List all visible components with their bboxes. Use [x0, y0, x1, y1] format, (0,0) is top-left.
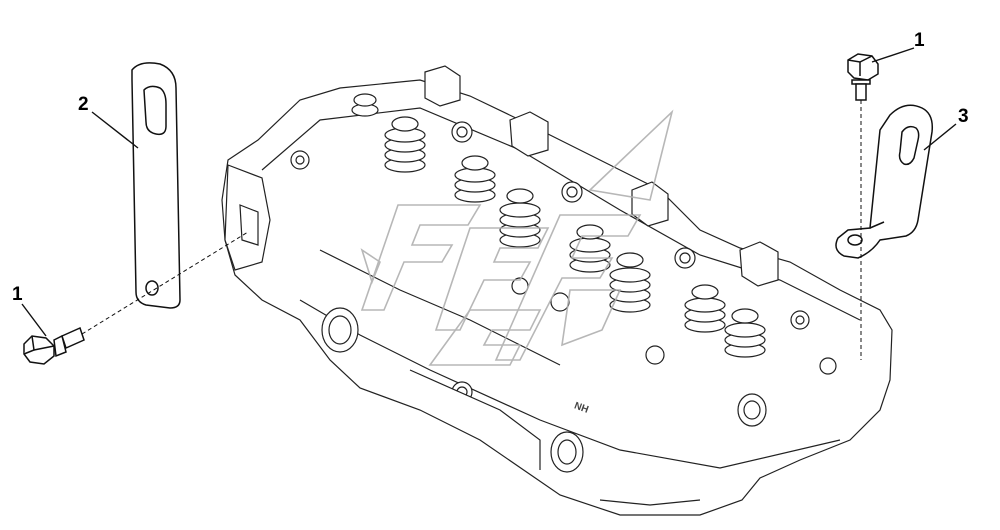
- cylinder-head: NH: [221, 65, 893, 516]
- bracket-straight: [131, 62, 181, 309]
- callout-number-3: 3: [958, 106, 969, 127]
- bolt-left: [23, 326, 85, 365]
- callout-bracket-straight: 2: [78, 94, 139, 149]
- valve-spring-8: [351, 93, 379, 117]
- valve-spring-7: [724, 308, 766, 358]
- callout-bolt-left: 1: [12, 284, 47, 337]
- valve-spring-6: [684, 284, 726, 333]
- valve-spring-2: [454, 155, 496, 203]
- valve-spring-1: [384, 116, 426, 173]
- callout-number-1-right: 1: [914, 30, 925, 51]
- callout-bracket-bent: 3: [923, 106, 969, 151]
- nh-logo: NH: [573, 400, 590, 415]
- watermark-logo: [360, 109, 674, 366]
- callout-number-1-left: 1: [12, 284, 23, 305]
- bolt-right: [847, 53, 879, 101]
- valve-spring-3: [499, 188, 541, 248]
- assembly-lines: [81, 100, 862, 360]
- bracket-bent: [835, 104, 934, 259]
- callout-bolt-right: 1: [871, 30, 925, 63]
- callout-number-2: 2: [78, 94, 89, 115]
